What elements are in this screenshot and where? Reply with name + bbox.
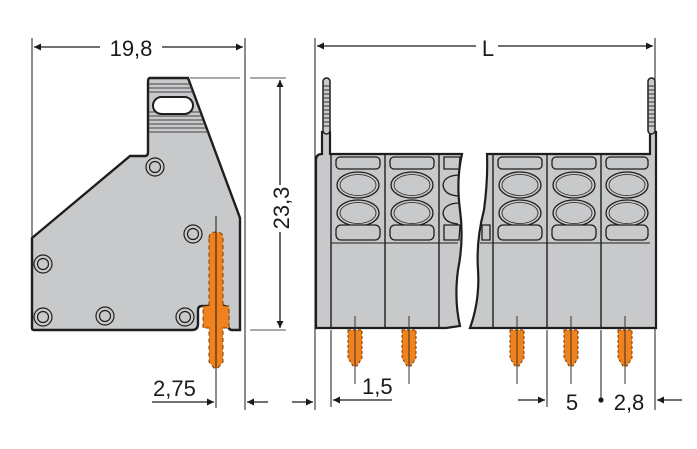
threaded-pin-left [322,77,331,135]
end-offset-label: 2,8 [614,390,645,415]
pole-dividers [330,154,650,328]
screw-holes [33,157,203,327]
height-dimension-label: 23,3 [269,187,294,230]
pin-offset-label: 2,75 [153,376,196,401]
length-dimension-label: L [482,36,494,61]
height-dimension: 23,3 [190,77,294,331]
pitch-label: 5 [566,390,578,415]
slot-opening [152,96,194,115]
side-view: 19,8 [30,36,313,410]
bottom-dimensions [330,330,682,407]
side-housing [30,76,242,332]
solder-pin [509,316,525,384]
front-view: L [314,36,682,415]
side-solder-pin [202,216,230,408]
width-dimension-label: 19,8 [110,36,153,61]
solder-pins [347,316,633,384]
solder-pin [563,316,579,384]
solder-pin [401,316,417,384]
threaded-pin-right [647,77,656,135]
pole-details [335,156,649,241]
edge-offset-label: 1,5 [362,374,393,399]
pin-offset-dimension: 2,75 [152,376,214,406]
solder-pin [347,316,363,384]
solder-pin [617,316,633,384]
